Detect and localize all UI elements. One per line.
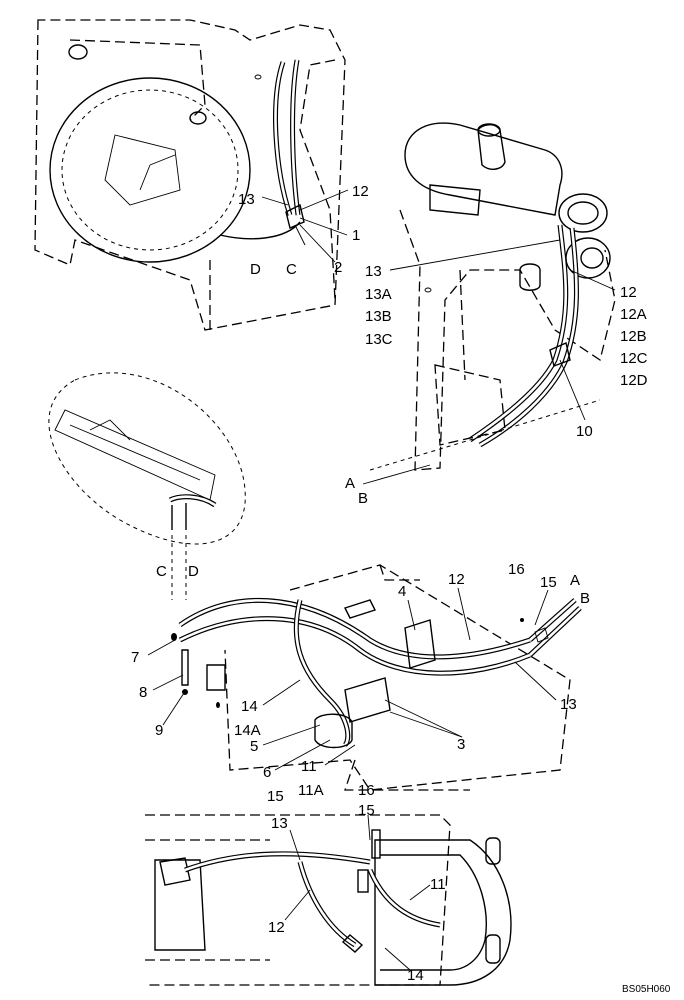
callout-13: 13 bbox=[238, 191, 255, 208]
callout-A: A bbox=[345, 475, 355, 492]
callouts: 13 12 1 D C 2 13 13A 13B 13C 12 12A 12B … bbox=[131, 183, 671, 995]
callout-13B: 13B bbox=[365, 308, 392, 325]
callout-13A: 13A bbox=[365, 286, 392, 303]
callout-9: 9 bbox=[155, 722, 163, 739]
callout-15: 15 bbox=[267, 788, 284, 805]
callout-4: 4 bbox=[398, 583, 406, 600]
callout-11: 11 bbox=[301, 758, 317, 775]
callout-3: 3 bbox=[457, 736, 465, 753]
callout-11: 11 bbox=[430, 876, 446, 893]
callout-14: 14 bbox=[407, 967, 424, 984]
callout-14A: 14A bbox=[234, 722, 261, 739]
callout-12A: 12A bbox=[620, 306, 647, 323]
callout-12: 12 bbox=[352, 183, 369, 200]
view-hose-routing bbox=[171, 564, 582, 791]
callout-5: 5 bbox=[250, 738, 258, 755]
callout-11A: 11A bbox=[298, 782, 324, 799]
view-detail-oval bbox=[48, 372, 246, 600]
callout-B: B bbox=[358, 490, 368, 507]
callout-10: 10 bbox=[576, 423, 593, 440]
view-radiator bbox=[34, 19, 346, 331]
callout-12C: 12C bbox=[620, 350, 648, 367]
callout-1: 1 bbox=[352, 227, 360, 244]
callout-13: 13 bbox=[365, 263, 382, 280]
view-chassis bbox=[145, 814, 512, 986]
callout-D: D bbox=[250, 261, 261, 278]
callout-12: 12 bbox=[268, 919, 285, 936]
callout-16: 16 bbox=[508, 561, 525, 578]
callout-D: D bbox=[188, 563, 199, 580]
callout-B: B bbox=[580, 590, 590, 607]
callout-C: C bbox=[286, 261, 297, 278]
callout-8: 8 bbox=[139, 684, 147, 701]
callout-A: A bbox=[570, 572, 580, 589]
reference-code: BS05H060 bbox=[622, 984, 671, 995]
callout-15: 15 bbox=[358, 802, 375, 819]
callout-13: 13 bbox=[560, 696, 577, 713]
callout-14: 14 bbox=[241, 698, 258, 715]
view-engine bbox=[369, 122, 616, 471]
callout-12D: 12D bbox=[620, 372, 648, 389]
callout-12: 12 bbox=[448, 571, 465, 588]
callout-12B: 12B bbox=[620, 328, 647, 345]
callout-6: 6 bbox=[263, 764, 271, 781]
callout-7: 7 bbox=[131, 649, 139, 666]
leader-lines bbox=[147, 189, 616, 971]
callout-2: 2 bbox=[334, 259, 342, 276]
callout-13C: 13C bbox=[365, 331, 393, 348]
callout-16: 16 bbox=[358, 782, 375, 799]
callout-12: 12 bbox=[620, 284, 637, 301]
callout-15: 15 bbox=[540, 574, 557, 591]
callout-C: C bbox=[156, 563, 167, 580]
callout-13: 13 bbox=[271, 815, 288, 832]
